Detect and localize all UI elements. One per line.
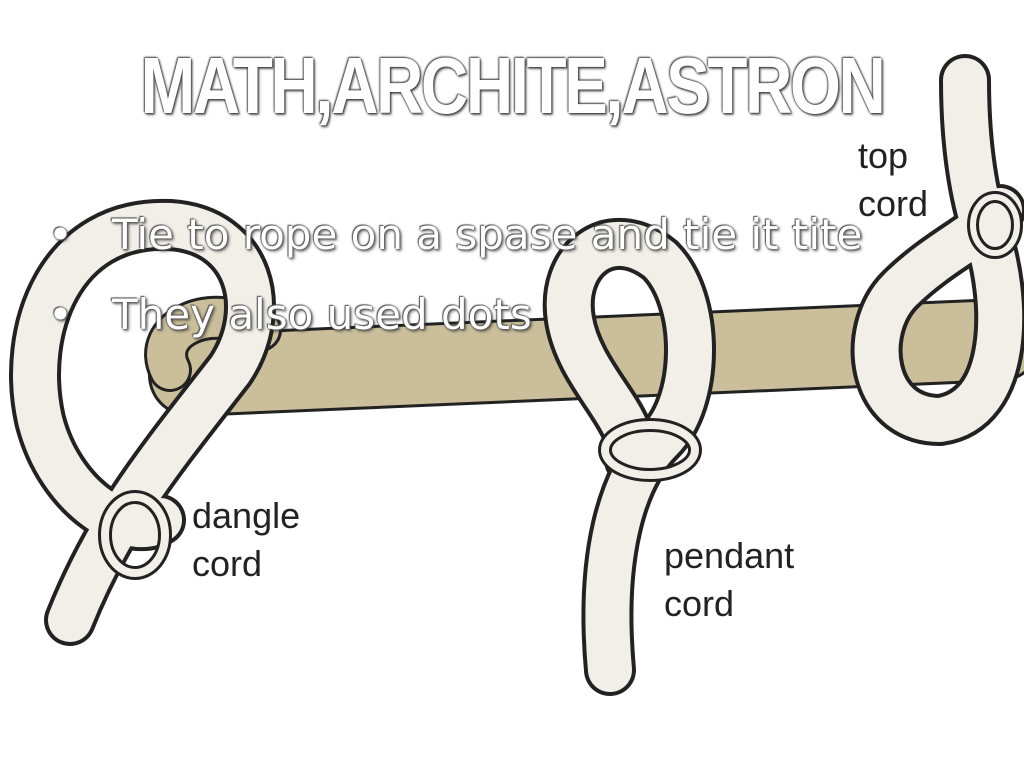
label-line: cord <box>192 543 263 584</box>
dangle-cord-rope <box>9 198 276 646</box>
bullet-list: •Tie to rope on a spase and tie it tite … <box>48 200 862 360</box>
bullet-text: Tie to rope on a spase and tie it tite <box>112 210 863 259</box>
bullet-marker: • <box>48 210 73 259</box>
bullet-item: • Tie to rope on a spase and tie it tite <box>48 200 862 280</box>
slide-title: MATH,ARCHITE,ASTRON <box>140 41 886 130</box>
label-line: top <box>858 135 909 176</box>
label-line: cord <box>858 183 929 224</box>
bullet-text: They also used dots <box>112 290 532 339</box>
bullet-item: • They also used dots <box>48 280 862 360</box>
pendant-cord-label: pendant cord <box>664 532 794 628</box>
pendant-cord-rope <box>542 217 716 696</box>
top-cord-label: top cord <box>858 132 928 228</box>
label-line: dangle <box>192 495 301 536</box>
label-line: pendant <box>664 535 795 576</box>
top-cord-rope <box>850 54 1024 446</box>
dangle-cord-label: dangle cord <box>192 492 300 588</box>
bullet-marker: • <box>48 290 73 339</box>
label-line: cord <box>664 583 735 624</box>
